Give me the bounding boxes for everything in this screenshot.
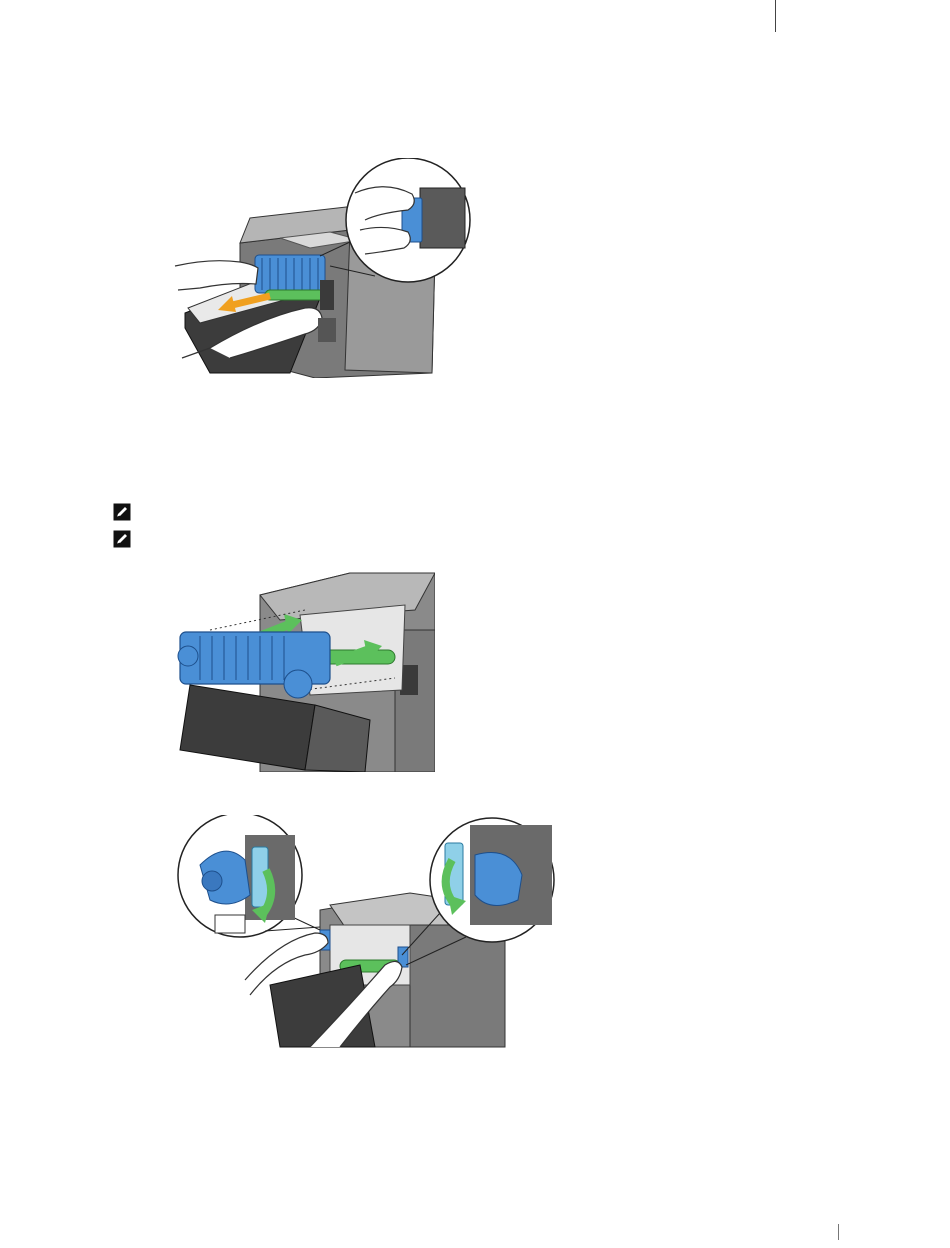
margin-rule	[775, 0, 776, 32]
lever-lowering-illustration	[170, 815, 565, 1050]
footer-rule	[838, 1224, 839, 1240]
fuser-removal-illustration	[170, 158, 480, 378]
pencil-note-icon	[113, 530, 131, 548]
fuser-insertion-illustration	[170, 570, 435, 772]
pencil-note-icon	[113, 503, 131, 521]
